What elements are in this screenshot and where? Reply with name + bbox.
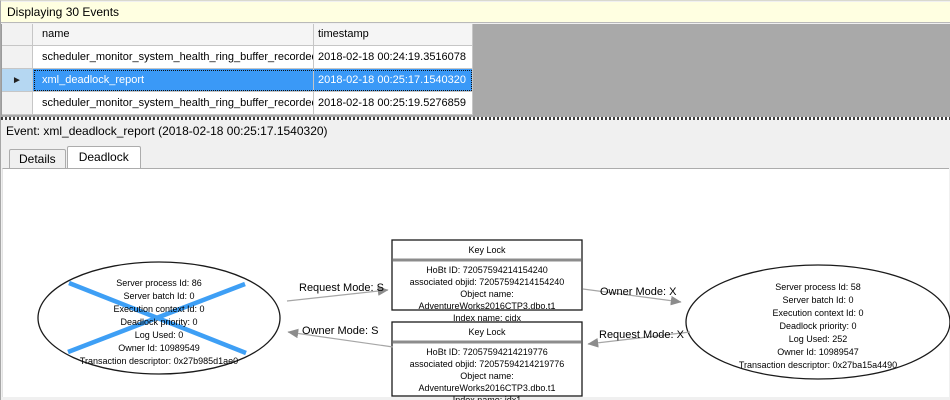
key-lock-node-top[interactable]: Key Lock HoBt ID: 72057594214154240 asso… <box>392 240 582 324</box>
pane-splitter[interactable] <box>1 117 950 120</box>
edge-owner-x <box>582 288 682 306</box>
edge-request-x <box>587 331 691 348</box>
selected-event-label: Event: xml_deadlock_report (2018-02-18 0… <box>1 121 950 143</box>
edge-label-request-x: Request Mode: X <box>599 329 684 341</box>
table-row[interactable]: scheduler_monitor_system_health_ring_buf… <box>2 92 473 115</box>
key-lock-node-bottom[interactable]: Key Lock HoBt ID: 72057594214219776 asso… <box>392 322 582 400</box>
survivor-process-node[interactable]: Server process Id: 58 Server batch Id: 0… <box>738 282 898 370</box>
row-selector-cell[interactable]: ► <box>2 69 33 92</box>
table-row-selected[interactable]: ► xml_deadlock_report 2018-02-18 00:25:1… <box>2 69 473 92</box>
edge-label-owner-s: Owner Mode: S <box>302 325 379 337</box>
event-timestamp-cell[interactable]: 2018-02-18 00:24:19.3516078 <box>314 46 473 69</box>
events-grid-backdrop: name timestamp scheduler_monitor_system_… <box>1 24 950 117</box>
event-timestamp-cell[interactable]: 2018-02-18 00:25:19.5276859 <box>314 92 473 115</box>
edge-owner-s <box>287 328 394 348</box>
lock-title: Key Lock <box>468 245 506 255</box>
victim-process-ellipse <box>37 261 281 375</box>
tab-details[interactable]: Details <box>9 149 66 168</box>
tab-deadlock[interactable]: Deadlock <box>66 146 141 168</box>
row-selector-cell[interactable] <box>2 92 33 115</box>
lock-title: Key Lock <box>468 327 506 337</box>
edge-request-s <box>286 286 389 302</box>
key-lock-box-top <box>391 239 583 311</box>
event-name-cell[interactable]: xml_deadlock_report <box>33 69 314 92</box>
edge-label-request-s: Request Mode: S <box>299 282 384 294</box>
event-name-cell[interactable]: scheduler_monitor_system_health_ring_buf… <box>33 92 314 115</box>
survivor-process-ellipse <box>685 264 950 380</box>
selected-row-focus: xml_deadlock_report 2018-02-18 00:25:17.… <box>33 69 473 92</box>
column-header-timestamp[interactable]: timestamp <box>314 24 473 46</box>
detail-tabs: Details Deadlock <box>9 146 142 168</box>
deadlock-tab-page: Server process Id: 86 Server batch Id: 0… <box>2 168 950 400</box>
event-name-cell[interactable]: scheduler_monitor_system_health_ring_buf… <box>33 46 314 69</box>
row-selector-header <box>2 24 33 46</box>
edge-label-owner-x: Owner Mode: X <box>600 286 677 298</box>
deadlock-graph: Server process Id: 86 Server batch Id: 0… <box>3 169 950 400</box>
events-grid: name timestamp scheduler_monitor_system_… <box>1 24 473 115</box>
column-header-name[interactable]: name <box>33 24 314 46</box>
victim-process-node[interactable]: Server process Id: 86 Server batch Id: 0… <box>79 278 239 366</box>
deadlock-graph-canvas <box>37 239 950 397</box>
current-row-indicator-icon: ► <box>12 75 22 86</box>
row-selector-cell[interactable] <box>2 46 33 69</box>
victim-cross-line <box>67 281 246 355</box>
event-timestamp-cell[interactable]: 2018-02-18 00:25:17.1540320 <box>314 69 473 92</box>
key-lock-box-bottom <box>391 321 583 397</box>
table-row[interactable]: scheduler_monitor_system_health_ring_buf… <box>2 46 473 69</box>
grid-header-row: name timestamp <box>2 24 473 46</box>
events-count-header: Displaying 30 Events <box>1 2 950 23</box>
